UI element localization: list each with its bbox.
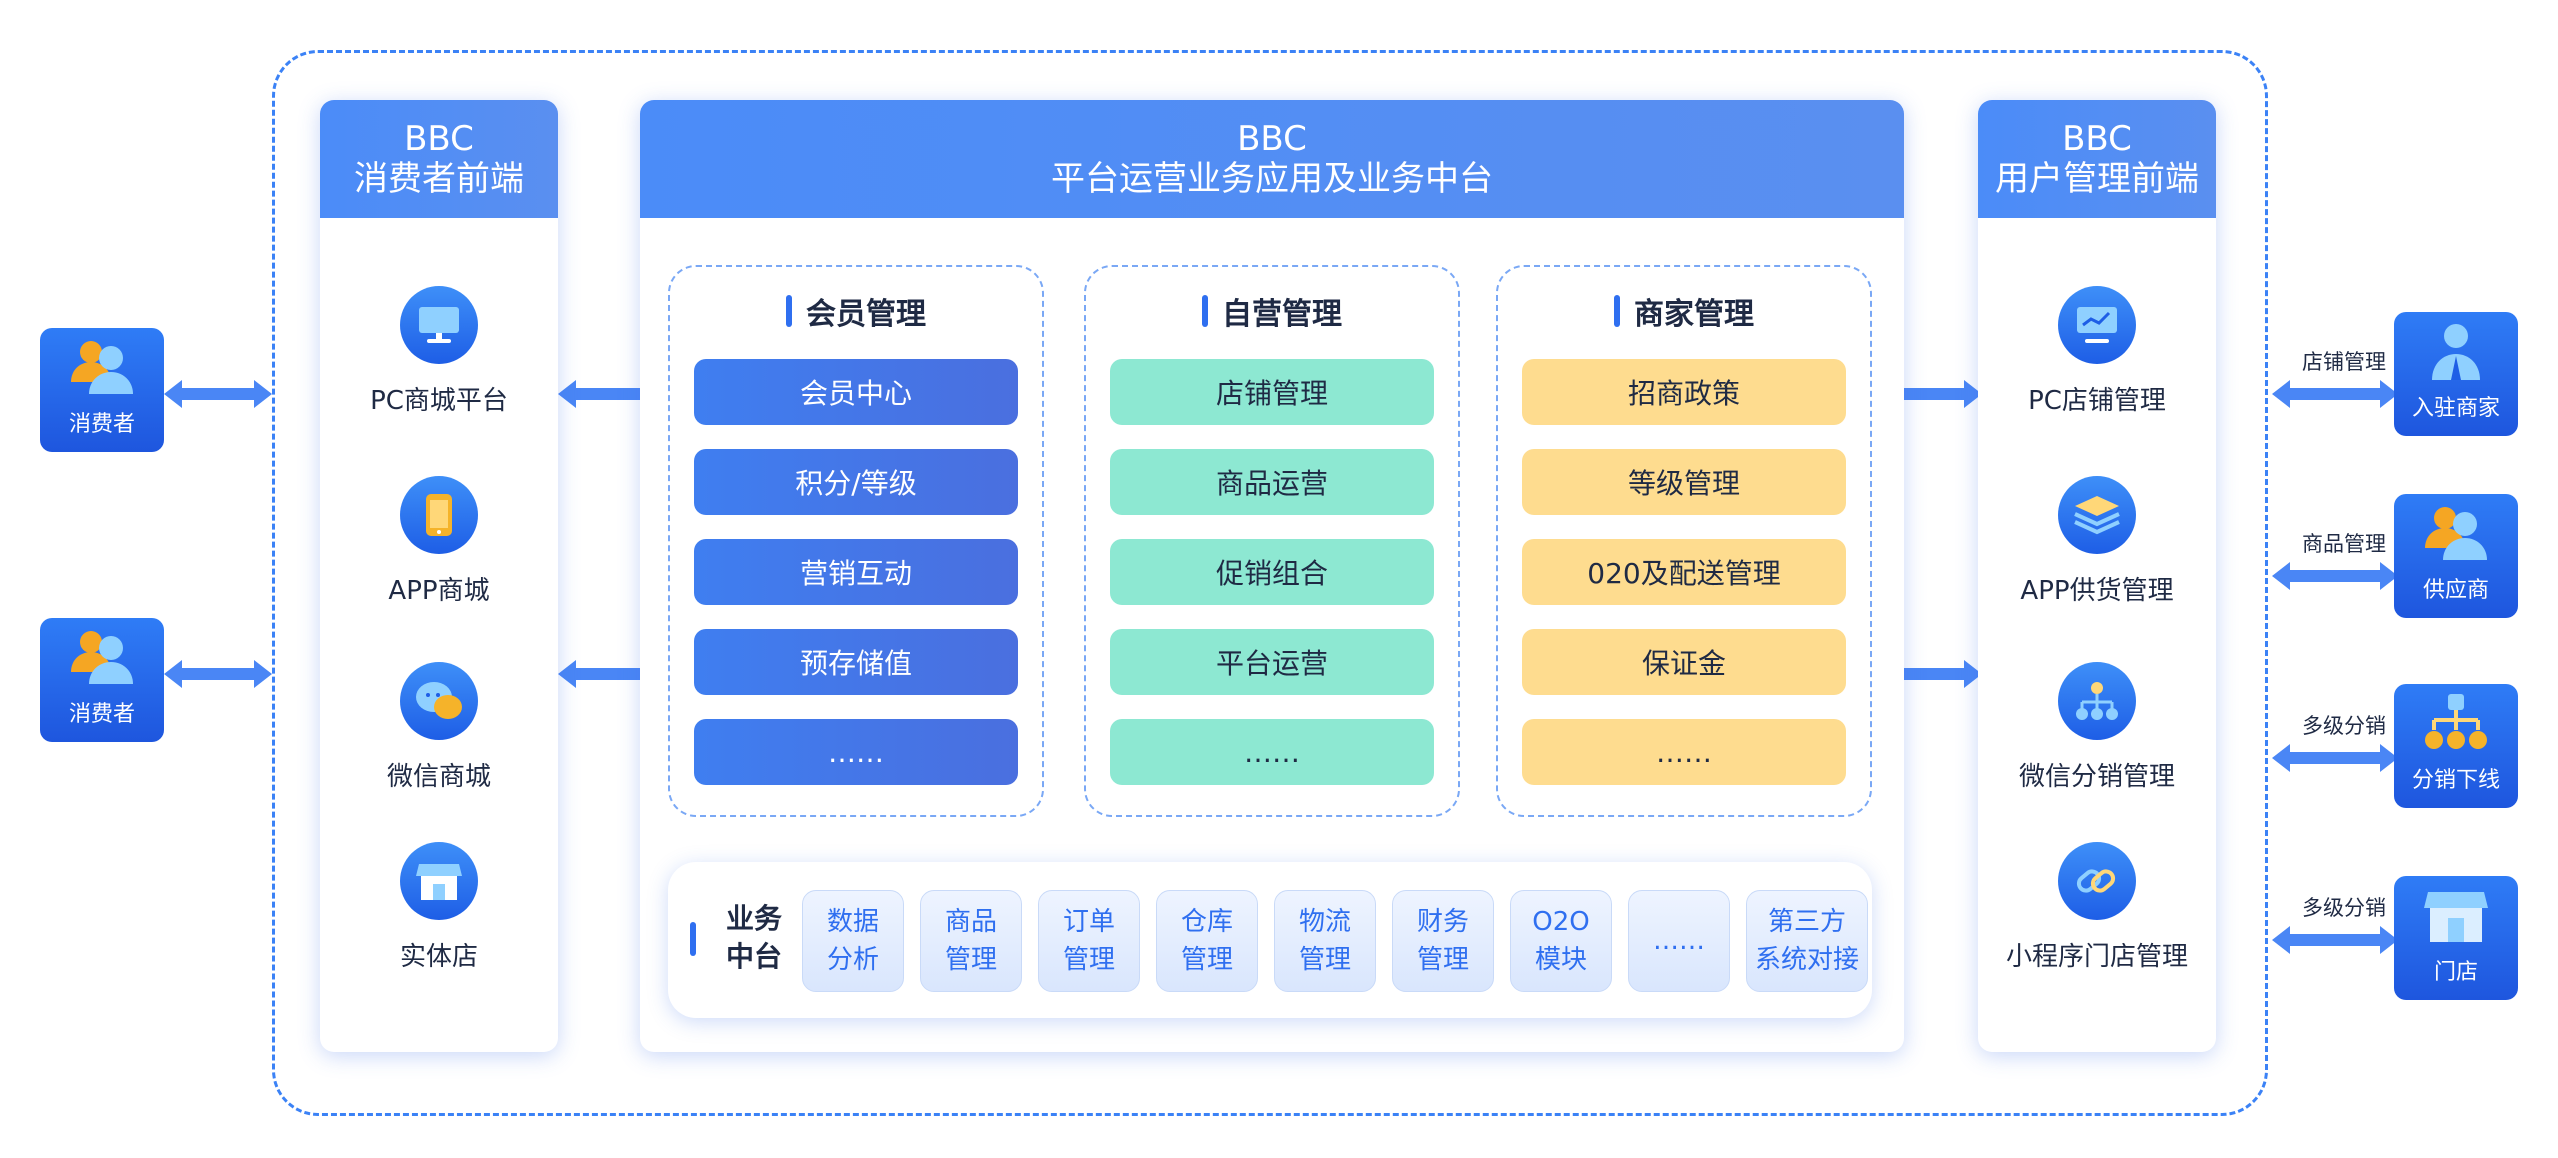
middle-item[interactable]: 财务管理 <box>1392 890 1494 992</box>
consumer-item-app[interactable]: APP商城 <box>320 476 558 607</box>
module-pill[interactable]: 020及配送管理 <box>1522 539 1846 605</box>
phone-icon <box>400 476 478 554</box>
layers-icon <box>2058 476 2136 554</box>
user-item-pc-store[interactable]: PC店铺管理 <box>1978 286 2216 417</box>
consumer-item-store[interactable]: 实体店 <box>320 842 558 973</box>
module-pill[interactable]: 平台运营 <box>1110 629 1434 695</box>
group-merchant-management: 商家管理 招商政策 等级管理 020及配送管理 保证金 …… <box>1496 265 1872 817</box>
module-pill[interactable]: 会员中心 <box>694 359 1018 425</box>
module-pill[interactable]: …… <box>1522 719 1846 785</box>
arrow-label: 多级分销 <box>2302 896 2386 920</box>
panel-title-line2: 消费者前端 <box>354 159 524 199</box>
user-item-label: 小程序门店管理 <box>2005 942 2188 972</box>
module-pill[interactable]: 等级管理 <box>1522 449 1846 515</box>
consumer-item-label: 微信商城 <box>386 762 491 792</box>
accent-bar <box>690 922 696 956</box>
consumer-item-label: 实体店 <box>399 942 478 972</box>
user-item-app-supply[interactable]: APP供货管理 <box>1978 476 2216 607</box>
hierarchy-icon <box>2425 694 2487 749</box>
actor-label: 门店 <box>2433 960 2478 985</box>
arrow-right-3 <box>2272 744 2398 772</box>
module-pill[interactable]: 保证金 <box>1522 629 1846 695</box>
merchant-icon <box>2432 324 2480 380</box>
actor-consumer-1: 消费者 <box>40 328 164 452</box>
store-icon <box>2424 892 2488 942</box>
arrow-label: 商品管理 <box>2302 532 2386 556</box>
arrow-consumer-2 <box>164 660 272 688</box>
arrow-label: 店铺管理 <box>2302 350 2386 374</box>
chart-monitor-icon <box>2058 286 2136 364</box>
actor-label: 入驻商家 <box>2411 396 2500 421</box>
user-mgmt-header: BBC 用户管理前端 <box>1978 100 2216 218</box>
module-pill[interactable]: 招商政策 <box>1522 359 1846 425</box>
user-mgmt-front-panel: BBC 用户管理前端 PC店铺管理 APP供货管理 微信分销管理 小程序门店管理 <box>1978 100 2216 1052</box>
users-icon <box>2425 507 2487 560</box>
wechat-icon <box>400 662 478 740</box>
group-title: 会员管理 <box>670 291 1042 332</box>
middle-item[interactable]: …… <box>1628 890 1730 992</box>
user-item-miniprogram-store[interactable]: 小程序门店管理 <box>1978 842 2216 973</box>
consumer-front-header: BBC 消费者前端 <box>320 100 558 218</box>
actor-consumer-2: 消费者 <box>40 618 164 742</box>
middle-item[interactable]: 订单管理 <box>1038 890 1140 992</box>
group-member-management: 会员管理 会员中心 积分/等级 营销互动 预存储值 …… <box>668 265 1044 817</box>
module-pill[interactable]: …… <box>694 719 1018 785</box>
users-icon <box>71 631 133 684</box>
actor-label: 消费者 <box>68 702 135 727</box>
group-self-operated: 自营管理 店铺管理 商品运营 促销组合 平台运营 …… <box>1084 265 1460 817</box>
panel-title-line2: 用户管理前端 <box>1995 159 2199 199</box>
arrow-label: 多级分销 <box>2302 714 2386 738</box>
link-icon <box>2058 842 2136 920</box>
module-pill[interactable]: …… <box>1110 719 1434 785</box>
actor-label: 供应商 <box>2422 578 2489 603</box>
actor-supplier: 供应商 <box>2394 494 2518 618</box>
middle-item[interactable]: 物流管理 <box>1274 890 1376 992</box>
arrow-right-1 <box>2272 380 2398 408</box>
arrow-consumer-1 <box>164 380 272 408</box>
panel-title-line1: BBC <box>404 119 474 159</box>
middle-item[interactable]: 数据分析 <box>802 890 904 992</box>
consumer-item-label: PC商城平台 <box>370 386 508 416</box>
actor-label: 分销下线 <box>2411 768 2500 793</box>
middle-item[interactable]: 第三方系统对接 <box>1746 890 1868 992</box>
platform-header: BBC 平台运营业务应用及业务中台 <box>640 100 1904 218</box>
module-pill[interactable]: 促销组合 <box>1110 539 1434 605</box>
consumer-item-label: APP商城 <box>388 576 490 606</box>
actor-distribution: 分销下线 <box>2394 684 2518 808</box>
user-item-label: 微信分销管理 <box>2018 762 2175 792</box>
consumer-front-panel: BBC 消费者前端 PC商城平台 APP商城 微信商城 实体店 <box>320 100 558 1052</box>
user-item-label: PC店铺管理 <box>2028 386 2166 416</box>
actor-merchant: 入驻商家 <box>2394 312 2518 436</box>
middle-label: 业务 中台 <box>726 902 783 973</box>
arrow-right-2 <box>2272 562 2398 590</box>
store-icon <box>400 842 478 920</box>
panel-title-line1: BBC <box>1237 119 1307 159</box>
consumer-item-pc[interactable]: PC商城平台 <box>320 286 558 417</box>
actor-label: 消费者 <box>68 412 135 437</box>
user-item-wechat-distribution[interactable]: 微信分销管理 <box>1978 662 2216 793</box>
module-pill[interactable]: 店铺管理 <box>1110 359 1434 425</box>
panel-title-line2: 平台运营业务应用及业务中台 <box>1051 159 1493 199</box>
panel-title-line1: BBC <box>2062 119 2132 159</box>
middle-item[interactable]: 仓库管理 <box>1156 890 1258 992</box>
middle-item[interactable]: 商品管理 <box>920 890 1022 992</box>
arrow-right-4 <box>2272 926 2398 954</box>
monitor-icon <box>400 286 478 364</box>
actor-store: 门店 <box>2394 876 2518 1000</box>
group-title: 自营管理 <box>1086 291 1458 332</box>
user-item-label: APP供货管理 <box>2020 576 2174 606</box>
module-pill[interactable]: 营销互动 <box>694 539 1018 605</box>
module-pill[interactable]: 商品运营 <box>1110 449 1434 515</box>
hierarchy-icon <box>2058 662 2136 740</box>
consumer-item-wechat[interactable]: 微信商城 <box>320 662 558 793</box>
users-icon <box>71 341 133 394</box>
group-title: 商家管理 <box>1498 291 1870 332</box>
system-boundary <box>272 50 2268 1116</box>
module-pill[interactable]: 积分/等级 <box>694 449 1018 515</box>
module-pill[interactable]: 预存储值 <box>694 629 1018 695</box>
